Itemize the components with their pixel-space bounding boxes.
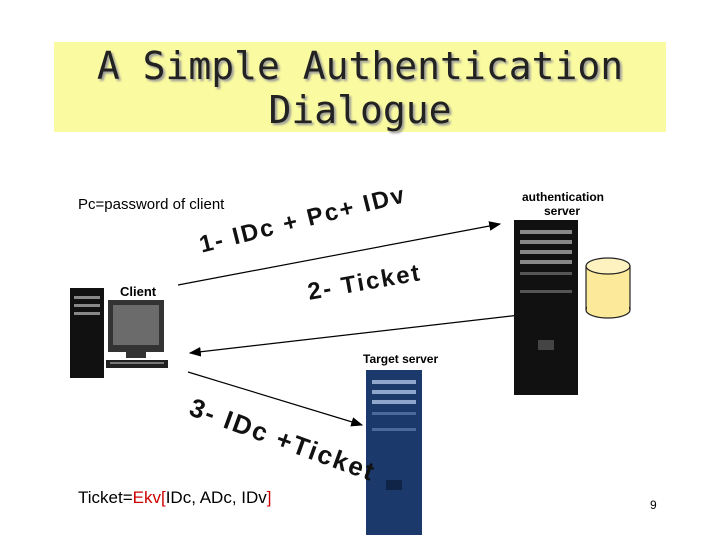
ticket-def-args: IDc, ADc, IDv	[165, 488, 267, 507]
database-icon	[585, 257, 631, 319]
authentication-server-label: authentication server	[522, 190, 605, 218]
password-definition: Pc=password of client	[78, 196, 225, 213]
ticket-def-func: Ekv[	[132, 488, 166, 507]
client-computer-icon	[70, 288, 168, 378]
ticket-def-close: ]	[266, 488, 272, 507]
target-server-icon	[366, 370, 422, 535]
auth-label-line-2: server	[543, 204, 581, 218]
arrow-client-to-target	[187, 371, 364, 427]
auth-label-line-1: authentication	[522, 190, 605, 204]
ticket-def-prefix: Ticket=	[78, 488, 133, 507]
title-line-1: A Simple Authentication	[96, 44, 624, 88]
target-server-label: Target server	[363, 352, 439, 366]
title-line-2: Dialogue	[268, 88, 452, 132]
page-title: A Simple Authentication Dialogue	[54, 44, 666, 132]
ticket-definition: Ticket=Ekv[IDc, ADc, IDv]	[78, 488, 272, 508]
authentication-server-icon	[514, 220, 578, 395]
title-banner	[54, 42, 666, 132]
page-number: 9	[650, 498, 657, 512]
arrow-auth-to-client	[188, 314, 521, 357]
client-label: Client	[120, 284, 157, 299]
arrow-client-to-auth	[177, 221, 502, 286]
